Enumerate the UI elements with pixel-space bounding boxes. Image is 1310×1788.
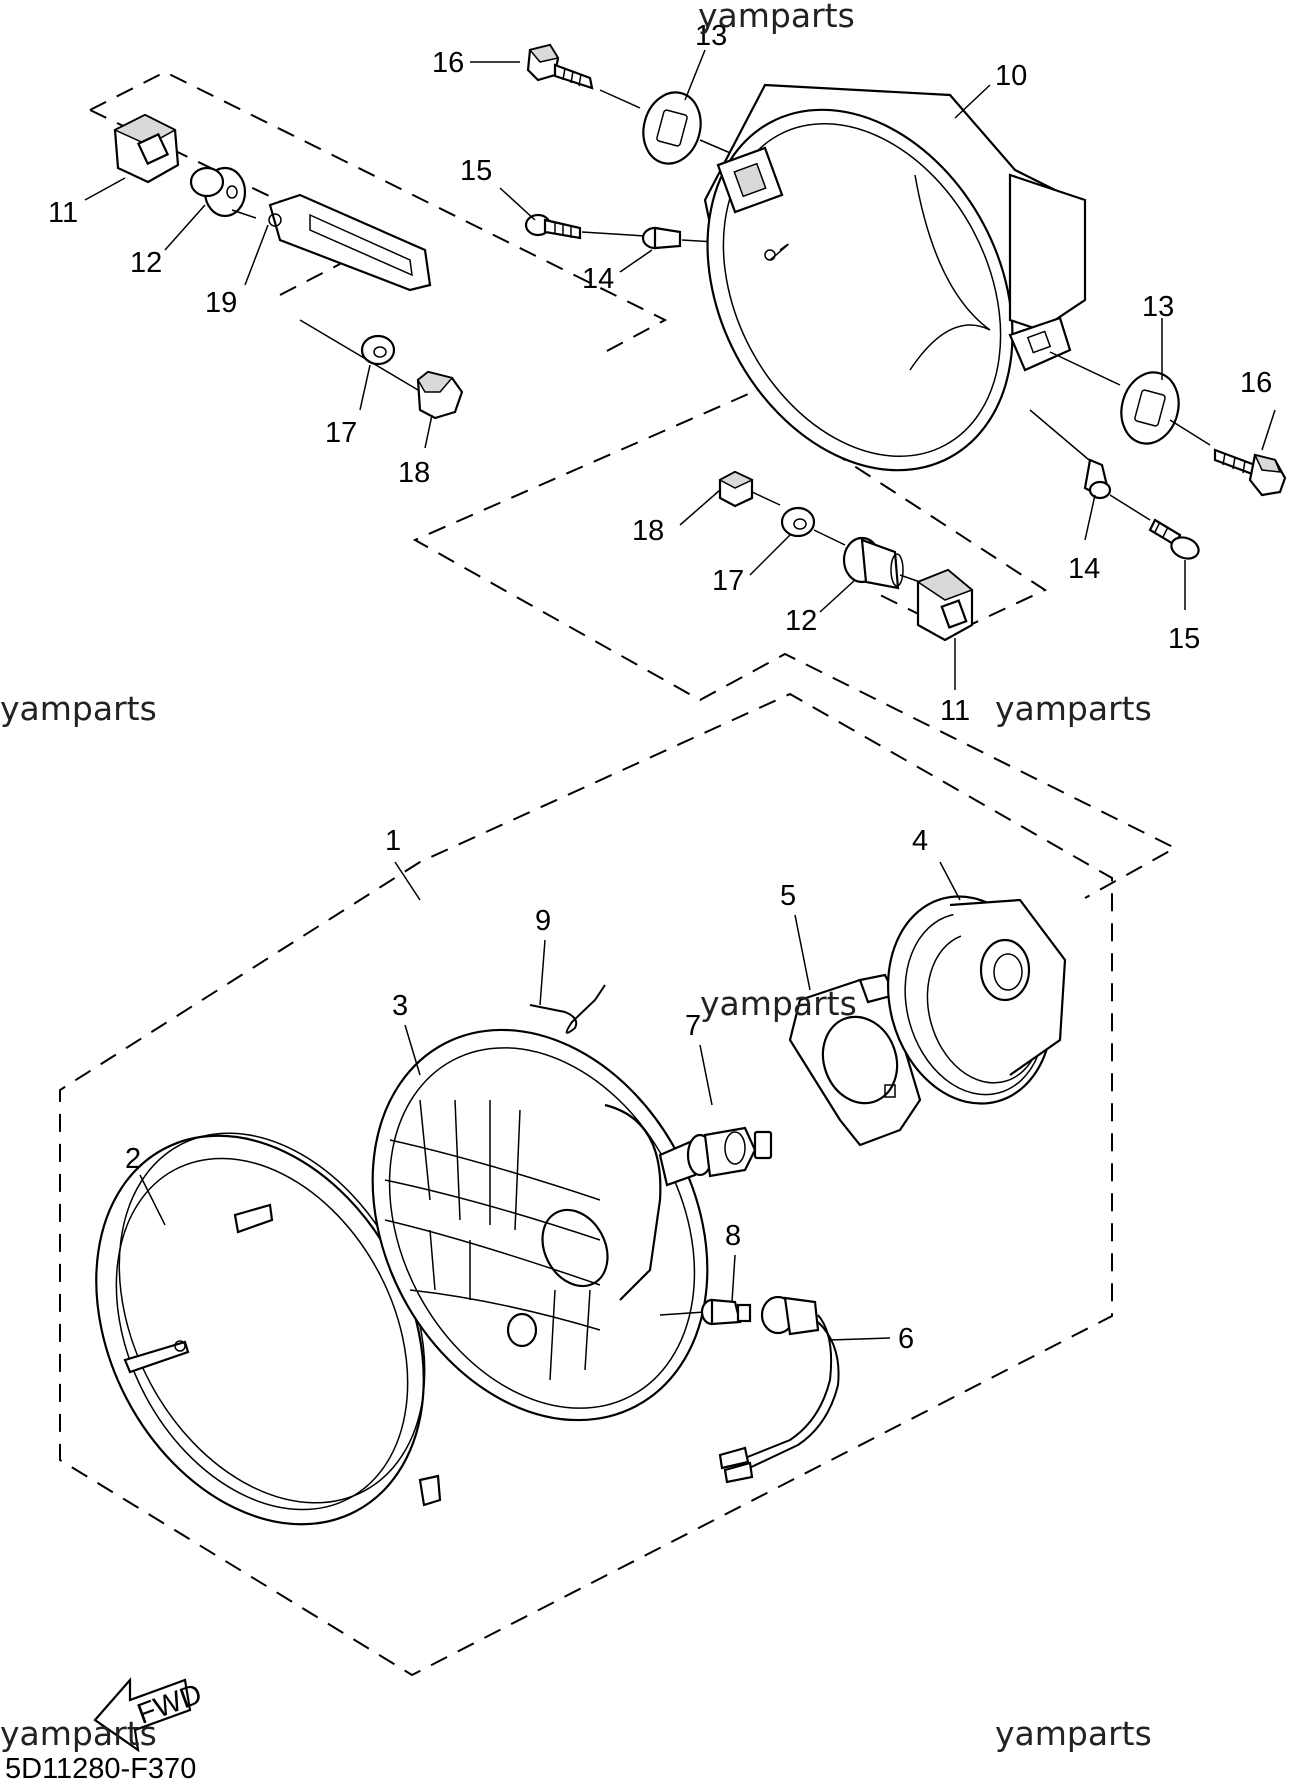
watermark-text: yamparts [698, 0, 855, 35]
grommet-13-upper [642, 91, 702, 165]
watermark-text: yamparts [995, 689, 1152, 728]
callout-1: 1 [385, 825, 401, 857]
callout-11-lower: 11 [940, 695, 970, 727]
callout-11-upper: 11 [48, 197, 78, 229]
grommet-11-upper [113, 113, 180, 184]
callouts: 16 13 10 11 12 19 17 18 15 14 13 16 14 1… [48, 20, 1272, 1355]
headlight-rim-2 [95, 1132, 442, 1526]
bolt-16-right [1213, 448, 1287, 497]
headlight-lens-unit-3 [371, 1028, 709, 1422]
watermark-text: yamparts [0, 1714, 157, 1753]
leader-lines [84, 49, 1276, 1303]
callout-9: 9 [535, 905, 551, 937]
callout-13-upper: 13 [695, 20, 727, 52]
callout-15-upper: 15 [460, 155, 492, 187]
collar-12-upper [189, 166, 247, 218]
grommet-13-right [1120, 371, 1180, 445]
callout-2: 2 [125, 1143, 141, 1175]
diagram-code: 5D11280-F370 [5, 1753, 196, 1785]
lower-mount-hardware [718, 470, 974, 642]
collar-14-right-connector [1029, 409, 1096, 466]
bracket-parts [113, 113, 464, 420]
nut-18-upper [416, 370, 464, 420]
grommet-11-lower [916, 568, 974, 642]
dust-cover-4 [886, 895, 1067, 1105]
bracket-connector [231, 209, 257, 219]
callout-8: 8 [725, 1220, 741, 1252]
spring-clip-9 [529, 984, 606, 1034]
callout-16-upper: 16 [432, 47, 464, 79]
position-bulb-8 [700, 1298, 752, 1326]
washer-17-lower [780, 506, 816, 538]
callout-19: 19 [205, 287, 237, 319]
collar-12-lower [842, 536, 904, 590]
boundary-lower [59, 692, 1113, 1677]
screw-15-right-connector [1109, 494, 1151, 521]
callout-6: 6 [898, 1323, 914, 1355]
watermark-text: yamparts [995, 1714, 1152, 1753]
callout-14-right: 14 [1068, 553, 1100, 585]
watermark-text: yamparts [0, 689, 157, 728]
callout-17-lower: 17 [712, 565, 744, 597]
screw-15-connector [581, 231, 646, 237]
callout-16-right: 16 [1240, 367, 1272, 399]
lens-unit-connector [659, 1311, 706, 1316]
callout-13-right: 13 [1142, 291, 1174, 323]
upper-hardware [524, 43, 736, 250]
nut-18-lower [718, 470, 754, 508]
screw-15-right [1148, 518, 1200, 560]
callout-17-upper: 17 [325, 417, 357, 449]
callout-4: 4 [912, 825, 928, 857]
callout-14-upper: 14 [582, 263, 614, 295]
bulb-7 [658, 1126, 773, 1187]
socket-cord-6 [718, 1295, 840, 1484]
watermark-text: yamparts [700, 984, 857, 1023]
watermarks: yamparts yamparts yamparts yamparts yamp… [0, 0, 1152, 1753]
callout-18-lower: 18 [632, 515, 664, 547]
collar-14-upper [641, 226, 682, 250]
callout-12-lower: 12 [785, 605, 817, 637]
washer-17-lower-connector [813, 529, 846, 546]
boundary-middle [412, 309, 1178, 899]
washer-connector [299, 319, 419, 391]
collar-12-lower-connector [899, 574, 921, 583]
callout-15-right: 15 [1168, 623, 1200, 655]
bracket-19 [268, 193, 432, 292]
bulb-cover-5 [788, 973, 922, 1147]
housing-10-leader [954, 84, 991, 119]
washer-17-upper [360, 334, 396, 366]
screw-15-upper [524, 213, 582, 240]
collar-14-right [1083, 458, 1112, 500]
bolt-16-right-connector [1169, 419, 1211, 446]
headlight-housing-10 [703, 83, 1087, 472]
boundary-top-left [89, 70, 668, 353]
callout-7: 7 [685, 1010, 701, 1042]
bolt-16-connector [599, 89, 641, 109]
callout-12-upper: 12 [130, 247, 162, 279]
bolt-16-upper [526, 43, 594, 90]
callout-5: 5 [780, 880, 796, 912]
callout-3: 3 [392, 990, 408, 1022]
boundary-top-left-lower2 [279, 263, 341, 296]
right-hardware [1029, 351, 1287, 560]
grommet-13-right-connector [1049, 351, 1121, 386]
socket-cord-leader [829, 1337, 891, 1341]
callout-10: 10 [995, 60, 1027, 92]
callout-18-upper: 18 [398, 457, 430, 489]
nut-18-lower-connector [751, 491, 781, 506]
